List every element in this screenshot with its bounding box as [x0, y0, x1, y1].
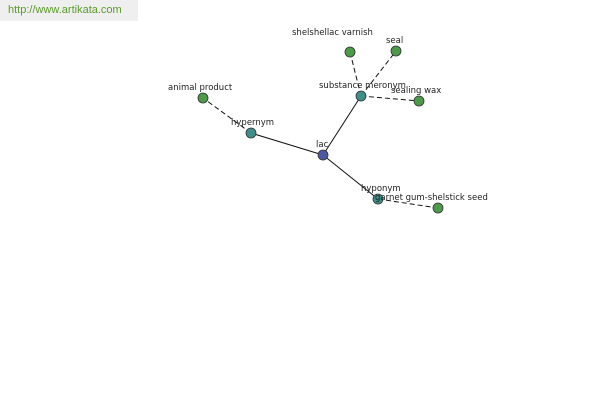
label-garnet-gum[interactable]: garnet gum-shelstick seed [375, 193, 488, 203]
node-hyponym[interactable] [372, 193, 384, 205]
label-substance-meronym[interactable]: substance meronym [319, 81, 406, 91]
edges-layer [202, 50, 439, 209]
edge-lac-substance_meronym [322, 95, 362, 156]
node-lac[interactable] [317, 149, 329, 161]
node-animal-product[interactable] [197, 92, 209, 104]
label-hyponym[interactable]: hyponym [361, 184, 401, 194]
label-seal[interactable]: seal [386, 36, 403, 46]
label-hypernym[interactable]: hypernym [231, 118, 274, 128]
node-substance-meronym[interactable] [355, 90, 367, 102]
edge-hypernym-animal_product [202, 97, 252, 134]
node-sealing-wax[interactable] [413, 95, 425, 107]
node-garnet-gum[interactable] [432, 202, 444, 214]
edge-substance_meronym-sealing_wax [360, 95, 420, 102]
edge-lac-hyponym [322, 154, 379, 200]
url-bar: http://www.artikata.com [0, 0, 138, 21]
label-sealing-wax[interactable]: sealing wax [391, 86, 441, 96]
edge-substance_meronym-seal [360, 50, 397, 97]
source-link[interactable]: http://www.artikata.com [8, 4, 122, 16]
labels-layer: lac hypernym substance meronym hyponym anima… [168, 28, 488, 203]
node-hypernym[interactable] [245, 127, 257, 139]
nodes-layer [197, 45, 444, 214]
label-animal-product[interactable]: animal product [168, 83, 233, 93]
label-lac[interactable]: lac [316, 140, 329, 150]
edge-lac-hypernym [250, 132, 324, 156]
node-seal[interactable] [390, 45, 402, 57]
label-shelshellac-varnish[interactable]: shelshellac varnish [292, 28, 373, 38]
node-shelshellac-varnish[interactable] [344, 46, 356, 58]
edge-hyponym-garnet_gum [377, 198, 439, 209]
